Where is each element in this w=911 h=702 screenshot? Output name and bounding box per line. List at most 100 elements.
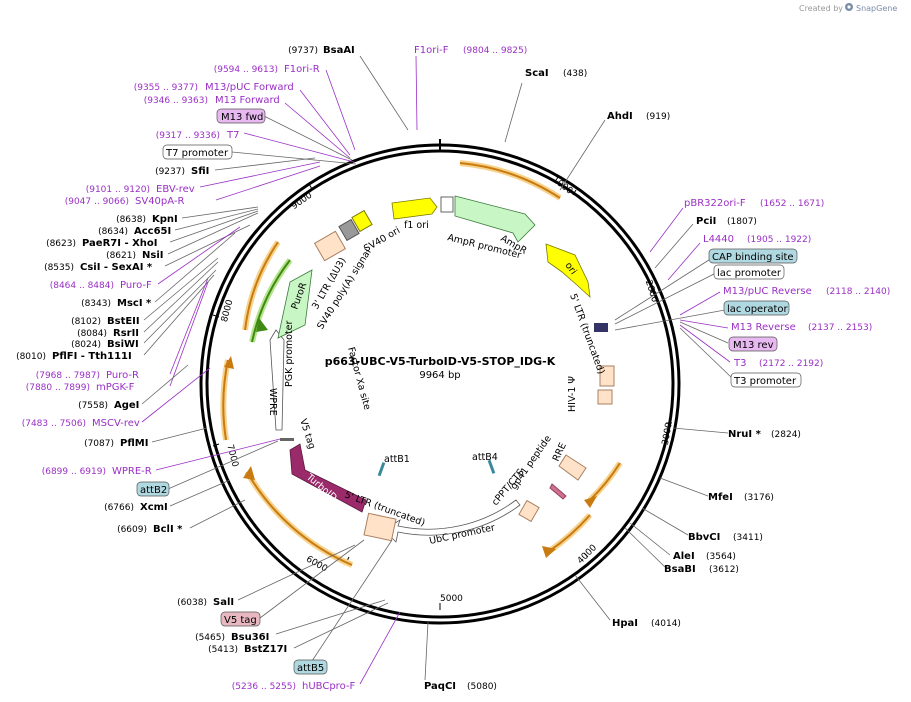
m13-fwd-box[interactable]	[216, 108, 266, 124]
ltr-5b-box	[363, 512, 397, 542]
site-rsrii[interactable]: RsrII	[113, 328, 139, 339]
site-bsabi-pos: (3612)	[709, 565, 739, 575]
primer-hubcpro-f-pos: (5236 .. 5255)	[232, 682, 296, 692]
site-csii-pos: (8535)	[44, 263, 74, 273]
attb4-mark	[487, 459, 496, 474]
site-hpai[interactable]: HpaI	[612, 618, 638, 629]
primer-mscv-rev[interactable]: MSCV-rev	[92, 418, 140, 429]
site-nrui[interactable]: NruI *	[728, 429, 762, 440]
primer-pbr322ori-f[interactable]: pBR322ori-F	[684, 198, 746, 209]
site-pflfi-tth111i[interactable]: PflFI - Tth111I	[52, 351, 132, 362]
site-scai[interactable]: ScaI	[525, 68, 549, 79]
primer-m13-puc-reverse[interactable]: M13/pUC Reverse	[723, 286, 812, 297]
primer-puro-r[interactable]: Puro-R	[106, 370, 139, 381]
site-sali[interactable]: SalI	[213, 597, 234, 608]
primer-wpre-r[interactable]: WPRE-R	[112, 466, 152, 477]
cap-binding-site-box[interactable]	[708, 248, 798, 264]
site-bsaai[interactable]: BsaAI	[323, 45, 355, 56]
site-scai-pos: (438)	[563, 69, 587, 79]
t3-promoter-box[interactable]	[730, 372, 802, 388]
primer-f1ori-f-pos: (9804 .. 9825)	[463, 46, 527, 56]
primer-f1ori-f[interactable]: F1ori-F	[414, 45, 449, 56]
site-bsteii[interactable]: BstEII	[107, 316, 140, 327]
attb5-box[interactable]	[293, 659, 328, 675]
site-bsu36i-pos: (5465)	[195, 633, 225, 643]
site-alei[interactable]: AleI	[673, 551, 695, 562]
primer-t3[interactable]: T3	[733, 358, 746, 369]
primer-mscv-rev-pos: (7483 .. 7506)	[22, 419, 86, 429]
primer-puro-f-pos: (8464 .. 8484)	[50, 281, 114, 291]
feature-labels: f1 ori AmpR promoter AmpR ori 5' LTR (tr…	[267, 220, 607, 547]
primer-m13-reverse[interactable]: M13 Reverse	[731, 322, 796, 333]
site-paer7i-pos: (8623)	[46, 239, 76, 249]
snapgene-logo-icon	[845, 3, 853, 11]
site-bsteii-pos: (8102)	[71, 317, 101, 327]
primer-sv40pa-r-pos: (9047 .. 9066)	[65, 197, 129, 207]
site-bsu36i[interactable]: Bsu36I	[231, 632, 269, 643]
primer-l4440-pos: (1905 .. 1922)	[747, 235, 811, 245]
site-pcii[interactable]: PciI	[696, 216, 716, 227]
attb2-label: attB2	[140, 485, 167, 496]
primer-ebv-rev[interactable]: EBV-rev	[156, 184, 195, 195]
site-bsaai-pos: (9737)	[288, 46, 318, 56]
primer-puro-f[interactable]: Puro-F	[120, 280, 152, 291]
site-msci[interactable]: MscI *	[117, 298, 152, 309]
site-bcli[interactable]: BclI *	[153, 524, 183, 535]
site-nrui-pos: (2824)	[771, 430, 801, 440]
site-kpni[interactable]: KpnI	[152, 214, 178, 225]
primer-f1ori-r-pos: (9594 .. 9613)	[214, 65, 278, 75]
primer-sv40pa-r[interactable]: SV40pA-R	[135, 196, 184, 207]
primer-mpgk-f[interactable]: mPGK-F	[96, 382, 135, 393]
lac-operator-box[interactable]	[723, 300, 790, 316]
site-sfii[interactable]: SfiI	[191, 166, 209, 177]
site-bstz17i-pos: (5413)	[208, 645, 238, 655]
ltr-3-box	[313, 230, 347, 262]
primer-t7[interactable]: T7	[226, 130, 239, 141]
v5-tag-box[interactable]	[220, 611, 261, 627]
primer-m13-forward[interactable]: M13 Forward	[215, 95, 280, 106]
site-paqci[interactable]: PaqCI	[424, 681, 456, 692]
site-mfei[interactable]: MfeI	[708, 492, 733, 503]
cap-binding-site-label: CAP binding site	[712, 252, 794, 263]
lac-operator-label: lac operator	[727, 304, 788, 315]
credit-brand: SnapGene	[856, 4, 897, 13]
primer-m13-puc-forward[interactable]: M13/pUC Forward	[205, 82, 294, 93]
site-pflmi[interactable]: PflMI	[120, 438, 148, 449]
site-acc65i[interactable]: Acc65I	[134, 226, 171, 237]
f1-ori-arrow	[391, 197, 438, 220]
site-sfii-pos: (9237)	[155, 167, 185, 177]
site-agei-pos: (7558)	[78, 401, 108, 411]
site-paer7i-xhoi[interactable]: PaeR7I - XhoI	[82, 238, 158, 249]
site-bsiwi[interactable]: BsiWI	[107, 339, 139, 350]
ltr-5-box	[599, 365, 615, 387]
t7-promoter-box[interactable]	[162, 144, 233, 160]
tick-label-6000: 6000	[304, 554, 329, 574]
attb5-label: attB5	[297, 663, 324, 674]
attb2-box[interactable]	[136, 481, 170, 497]
primer-hubcpro-f[interactable]: hUBCpro-F	[302, 681, 355, 692]
site-nsii[interactable]: NsiI	[142, 250, 163, 261]
m13-rev-box[interactable]	[728, 336, 778, 352]
site-bsabi[interactable]: BsaBI	[664, 564, 696, 575]
primer-t7-pos: (9317 .. 9336)	[156, 131, 220, 141]
site-bbvci-pos: (3411)	[733, 533, 763, 543]
site-bbvci[interactable]: BbvCI	[688, 532, 720, 543]
site-agei[interactable]: AgeI	[114, 400, 139, 411]
primer-l4440[interactable]: L4440	[703, 234, 734, 245]
lac-promoter-box[interactable]	[713, 264, 785, 280]
site-msci-pos: (8343)	[81, 299, 111, 309]
site-ahdi[interactable]: AhdI	[607, 111, 633, 122]
site-csii-sexai[interactable]: CsiI - SexAI *	[80, 262, 153, 273]
site-xcmi[interactable]: XcmI	[140, 502, 168, 513]
site-ahdi-pos: (919)	[646, 112, 670, 122]
primer-m13-forward-pos: (9346 .. 9363)	[144, 96, 208, 106]
primer-ebv-rev-pos: (9101 .. 9120)	[86, 185, 150, 195]
tick-label-3000: 3000	[661, 422, 675, 447]
label-attb1: attB1	[384, 454, 410, 465]
site-pflmi-pos: (7087)	[84, 439, 114, 449]
primer-pbr322ori-f-pos: (1652 .. 1671)	[760, 199, 824, 209]
site-nsii-pos: (8621)	[106, 251, 136, 261]
site-bstz17i[interactable]: BstZ17I	[244, 644, 287, 655]
primer-f1ori-r[interactable]: F1ori-R	[284, 64, 320, 75]
